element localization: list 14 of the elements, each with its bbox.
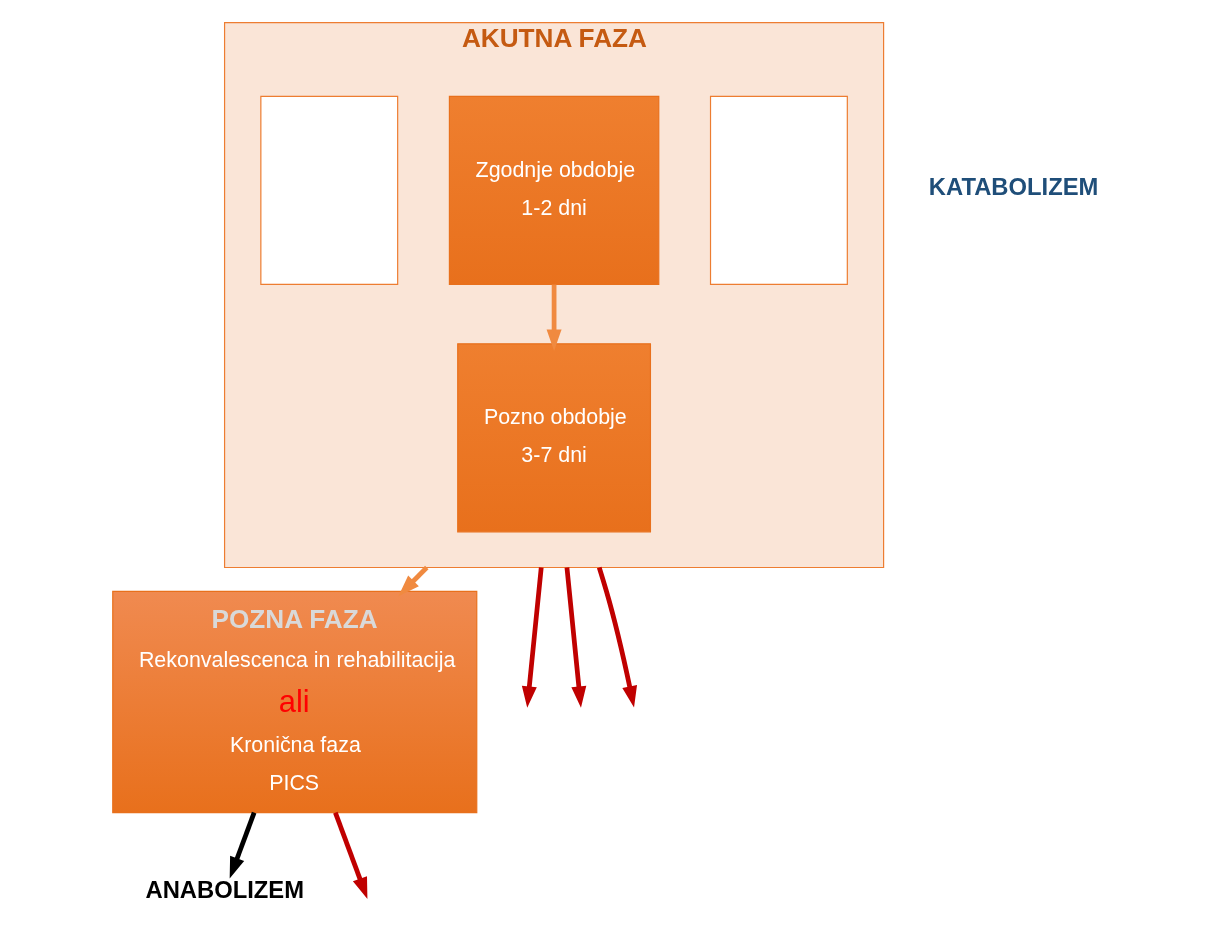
- label: KATABOLIZEM: [928, 173, 1099, 201]
- node-box: [709, 95, 848, 285]
- arrow: [596, 566, 638, 708]
- arrow: [564, 567, 587, 708]
- node-text: ANABOLIZEM: [145, 876, 304, 904]
- node-box: POZNA FAZA Rekonvalescenca in rehabilitacija ali Kronična faza PICS: [112, 590, 478, 814]
- arrow: [333, 811, 368, 899]
- node-box: Zgodnje obdobje 1-2 dni: [448, 95, 660, 285]
- node-box: [260, 95, 399, 285]
- node-box: Pozno obdobje 3-7 dni: [457, 343, 652, 533]
- arrow: [546, 284, 562, 351]
- arrow: [521, 567, 544, 708]
- arrow: [229, 811, 257, 879]
- arrow: [398, 565, 429, 597]
